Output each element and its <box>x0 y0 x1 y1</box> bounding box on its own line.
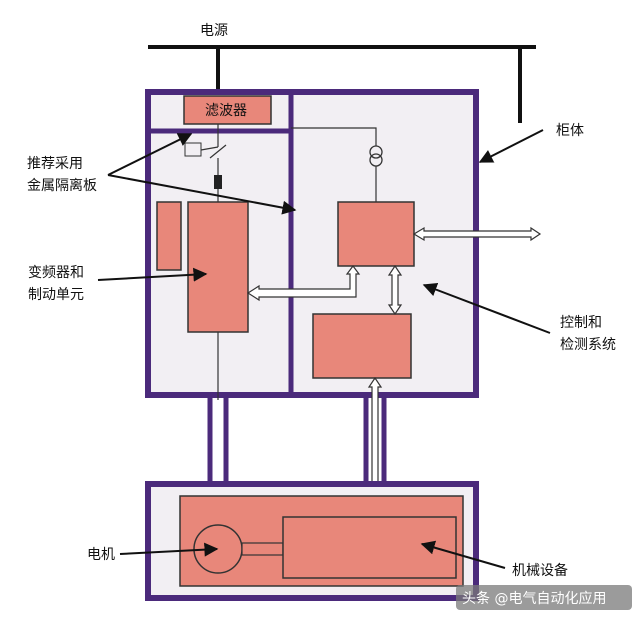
machinery-box <box>282 516 457 579</box>
callout-arrow-partition-1 <box>107 133 193 176</box>
inverter-label-line2: 制动单元 <box>28 287 84 303</box>
fuse-icon <box>214 175 222 189</box>
callout-arrows <box>97 129 551 569</box>
conduits <box>207 395 387 484</box>
inverter-box <box>187 201 249 333</box>
callout-arrow-cabinet <box>478 129 544 163</box>
recommend-label-line2: 金属隔离板 <box>27 177 97 194</box>
watermark-badge <box>456 585 632 610</box>
recommend-label-line1: 推荐采用 <box>27 156 83 172</box>
callout-arrow-machinery <box>420 540 506 569</box>
machinery-label: 机械设备 <box>512 562 568 579</box>
transformer-wiring <box>291 127 377 202</box>
signal-arrows <box>246 226 542 503</box>
power-label: 电源 <box>200 23 228 39</box>
control-detection-arrow <box>387 264 403 316</box>
callout-arrow-partition-2 <box>107 174 297 215</box>
filter-label: 滤波器 <box>205 103 247 119</box>
cabinet-label: 柜体 <box>556 123 584 139</box>
motor-label: 电机 <box>87 547 115 563</box>
motor-shaft <box>241 542 284 556</box>
callout-arrow-inverter <box>97 267 208 282</box>
control-inverter-arrow <box>246 265 361 302</box>
control-label-line1: 控制和 <box>560 315 602 331</box>
callout-arrow-motor <box>119 542 219 557</box>
inverter-label-line1: 变频器和 <box>28 265 84 281</box>
watermark-text: 头条 @电气自动化应用 <box>462 590 606 607</box>
callout-arrow-control <box>422 282 551 334</box>
switch-icon <box>184 142 227 159</box>
filter-box <box>183 95 272 125</box>
brake-resistor-box <box>156 201 182 271</box>
detection-box <box>312 313 412 379</box>
control-label-line2: 检测系统 <box>560 337 616 353</box>
transformer-icon <box>369 145 383 167</box>
control-box <box>337 201 415 267</box>
power-bus <box>148 45 536 123</box>
external-signal-arrow <box>412 226 542 242</box>
